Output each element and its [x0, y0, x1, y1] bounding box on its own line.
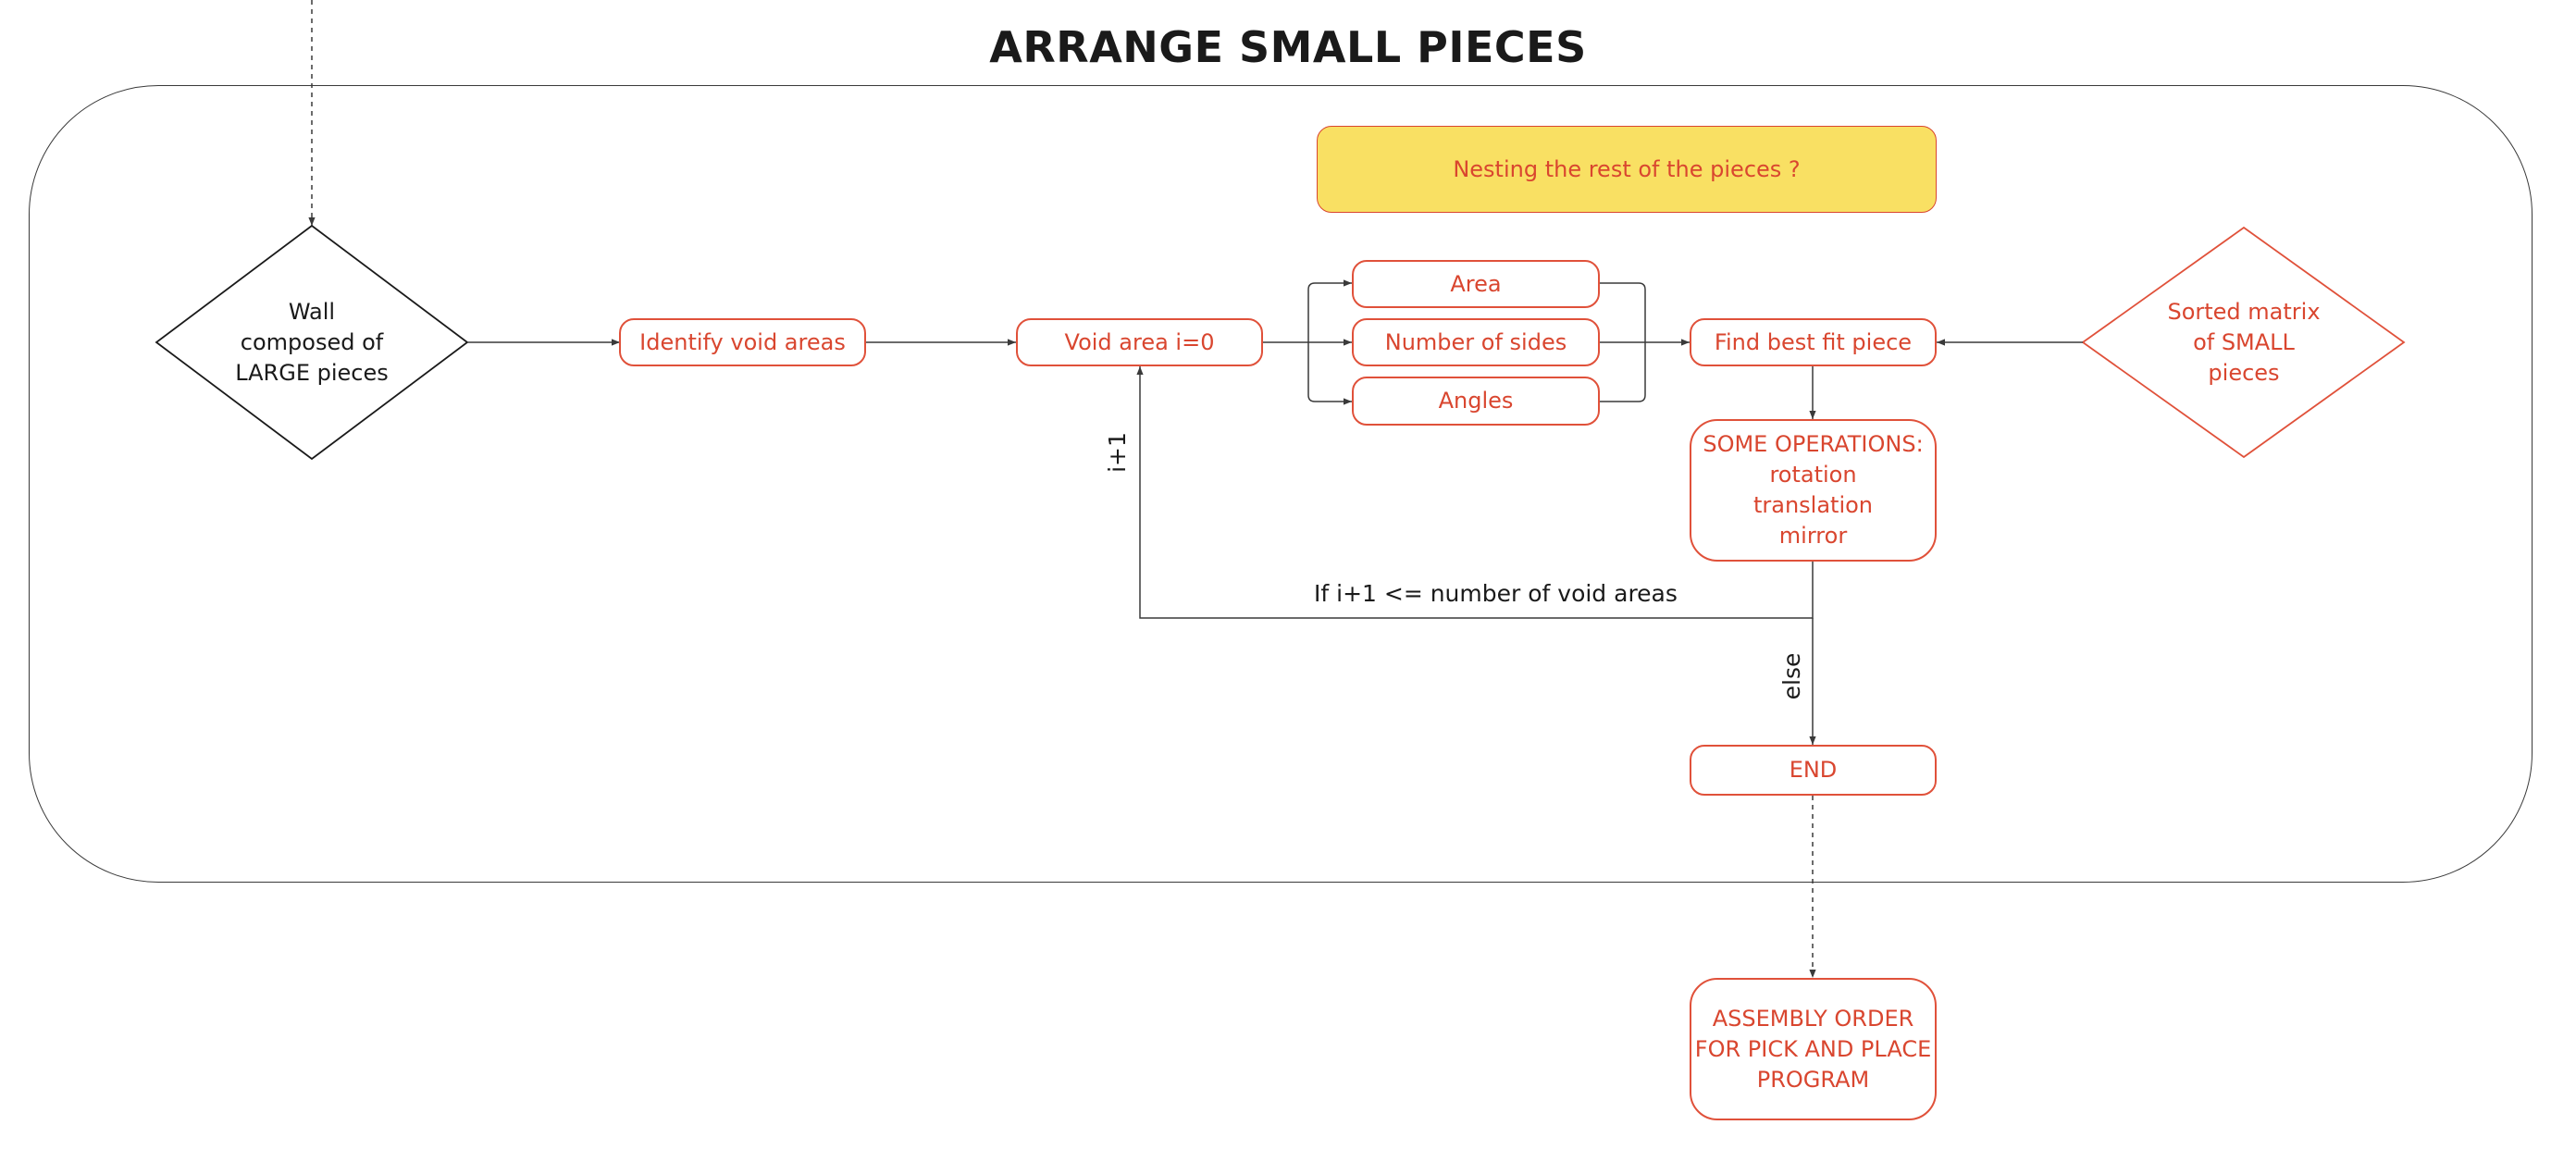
- sorted-matrix-diamond: [2081, 226, 2406, 459]
- number-of-sides-criterion-box: Number of sides: [1352, 318, 1600, 366]
- diagram-title: ARRANGE SMALL PIECES: [989, 22, 1587, 72]
- edge-angles-to-merge: [1600, 342, 1646, 402]
- edge-branch-to-area: [1307, 279, 1352, 342]
- nesting-question-box: Nesting the rest of the pieces ?: [1317, 126, 1937, 213]
- edge-loop-back: [1136, 366, 1814, 619]
- edge-branch-to-angles: [1307, 342, 1352, 405]
- end-box: END: [1690, 745, 1937, 796]
- edge-area-to-merge: [1600, 282, 1646, 342]
- loop-condition-label: If i+1 <= number of void areas: [1314, 580, 1678, 607]
- assembly-order-box: ASSEMBLY ORDER FOR PICK AND PLACE PROGRA…: [1690, 978, 1937, 1120]
- angles-criterion-box: Angles: [1352, 377, 1600, 426]
- void-area-box: Void area i=0: [1016, 318, 1263, 366]
- find-best-fit-box: Find best fit piece: [1690, 318, 1937, 366]
- operations-box: SOME OPERATIONS: rotation translation mi…: [1690, 419, 1937, 562]
- sorted-matrix-node-label: Sorted matrix of SMALL pieces: [2167, 298, 2321, 386]
- wall-diamond: [155, 224, 469, 461]
- increment-label: i+1: [1104, 432, 1131, 473]
- identify-void-areas-box: Identify void areas: [619, 318, 866, 366]
- area-criterion-box: Area: [1352, 260, 1600, 308]
- wall-node-label: Wall composed of LARGE pieces: [235, 298, 389, 386]
- else-label: else: [1778, 652, 1805, 700]
- process-frame: [29, 85, 2533, 883]
